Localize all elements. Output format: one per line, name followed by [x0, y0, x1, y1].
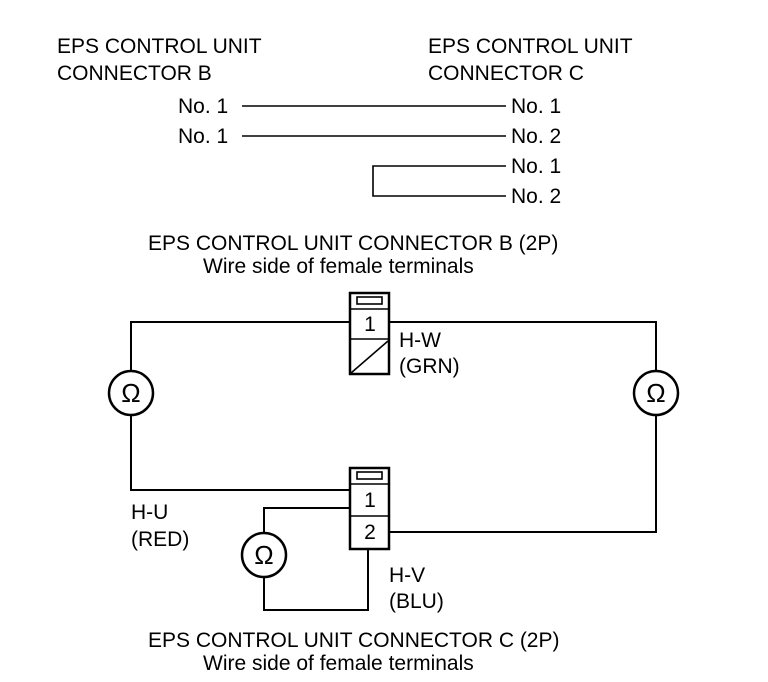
connector-b-heading-line1: EPS CONTROL UNIT: [57, 35, 262, 58]
wire-b-to-left-meter: [130, 321, 350, 372]
ohmmeter-inner-icon: Ω: [240, 531, 288, 579]
connector-b-pin-1: 1: [364, 313, 376, 336]
connector-c-pin-1: 1: [364, 489, 376, 512]
wire-h-v-return: [389, 415, 657, 533]
mapping-jumper-top: No. 1: [511, 155, 561, 178]
wire-b-to-right-meter: [389, 321, 657, 372]
connector-c-subtitle: Wire side of female terminals: [203, 652, 474, 675]
connector-c-heading-line1: EPS CONTROL UNIT: [428, 35, 633, 58]
mapping-row1-from: No. 1: [178, 95, 228, 118]
connector-c-heading-line2: CONNECTOR C: [428, 62, 584, 85]
wire-h-v-color: (BLU): [389, 590, 444, 613]
svg-text:Ω: Ω: [121, 378, 140, 408]
wire-inner-meter-top: [263, 507, 350, 534]
svg-text:Ω: Ω: [646, 378, 665, 408]
connector-b-wire-code: H-W: [399, 329, 441, 352]
mapping-row1-to: No. 1: [511, 95, 561, 118]
mapping-jumper-bottom: No. 2: [511, 185, 561, 208]
connector-b-wire-color: (GRN): [399, 355, 460, 378]
mapping-row2-from: No. 1: [178, 125, 228, 148]
ohmmeter-left-icon: Ω: [107, 369, 155, 417]
wire-inner-meter-bottom: [263, 549, 369, 611]
connector-c-title: EPS CONTROL UNIT CONNECTOR C (2P): [148, 629, 560, 652]
connector-b: 1: [348, 291, 391, 376]
connector-c-pin-2: 2: [364, 521, 376, 544]
wire-h-u: [130, 415, 350, 491]
connector-b-subtitle: Wire side of female terminals: [203, 255, 474, 278]
connector-c: 1 2: [348, 466, 391, 551]
ohmmeter-right-icon: Ω: [632, 369, 680, 417]
connector-b-heading-line2: CONNECTOR B: [57, 62, 212, 85]
mapping-row2-to: No. 2: [511, 125, 561, 148]
mapping-jumper-line: [372, 165, 506, 197]
wire-h-v-code: H-V: [389, 564, 425, 587]
wire-h-u-color: (RED): [131, 528, 189, 551]
wire-h-u-code: H-U: [131, 501, 168, 524]
connector-b-title: EPS CONTROL UNIT CONNECTOR B (2P): [148, 232, 558, 255]
svg-text:Ω: Ω: [254, 540, 273, 570]
